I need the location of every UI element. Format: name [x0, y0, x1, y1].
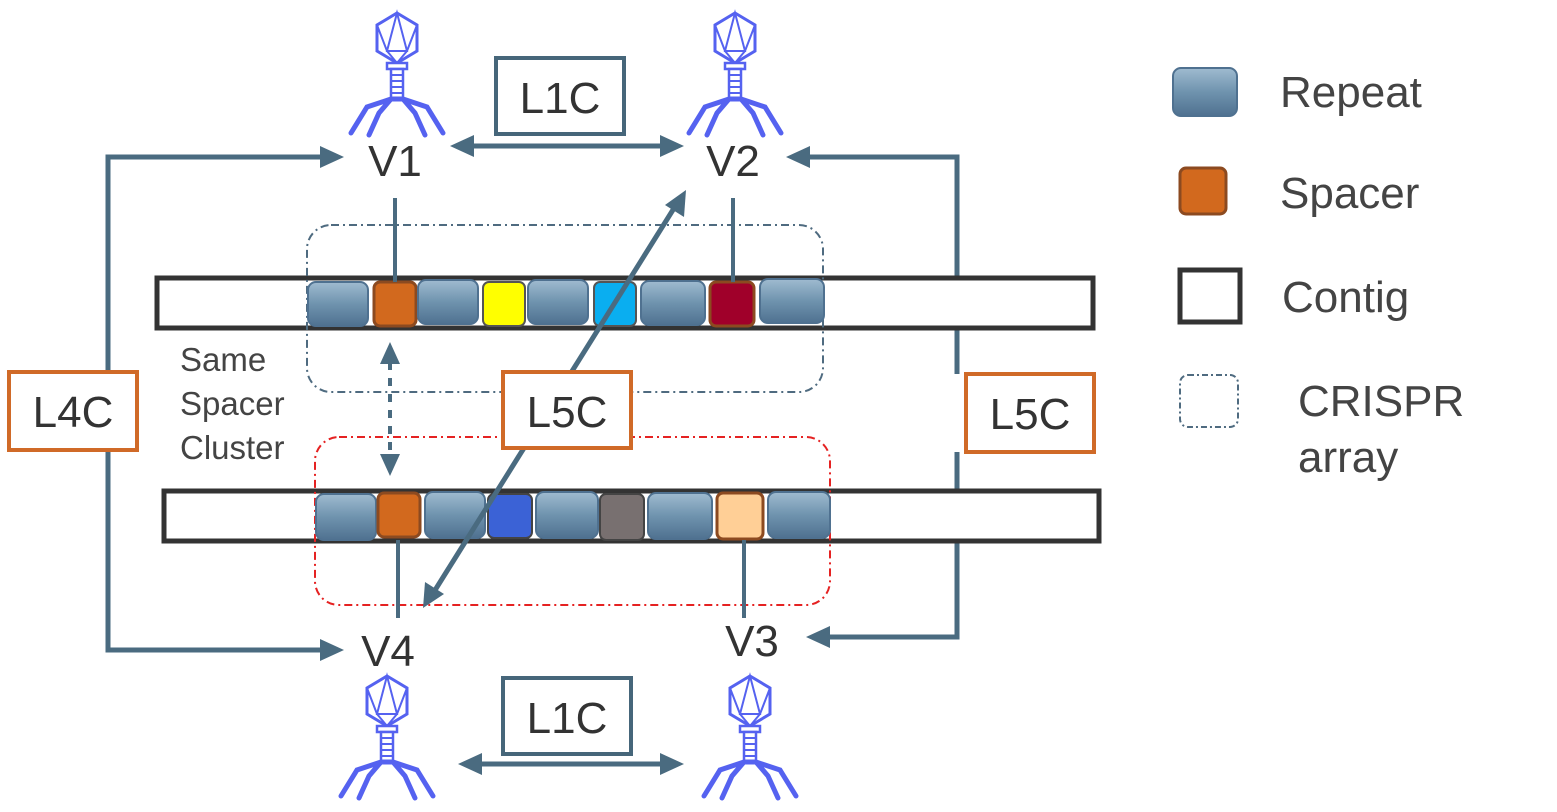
repeat-unit [424, 491, 486, 539]
virus-label-v1: V1 [368, 137, 422, 186]
l4c-lower-arrowhead [320, 639, 344, 661]
legend-spacer-label: Spacer [1280, 169, 1419, 218]
crispr-units-bottom [315, 491, 831, 541]
repeat-unit [535, 491, 599, 539]
repeat-unit [640, 280, 706, 326]
same-spacer-arrowhead-down [380, 454, 400, 476]
virus-label-v2: V2 [706, 137, 760, 186]
legend-repeat-label: Repeat [1280, 68, 1422, 117]
spacer-unit [482, 281, 526, 327]
repeat-unit [767, 491, 831, 539]
l1c-top-arrowhead-right [660, 135, 684, 157]
l5c-right-lower-line [820, 452, 960, 640]
l5c-right-lower-arrowhead [806, 626, 830, 648]
l1c-bottom-arrowhead-left [458, 753, 482, 775]
phage-icon-v3 [704, 676, 796, 798]
legend-crispr-swatch [1179, 374, 1239, 428]
spacer-unit [708, 280, 756, 328]
legend-contig-swatch [1177, 267, 1243, 325]
cluster-label-line2: Spacer [180, 385, 285, 422]
repeat-unit [527, 279, 589, 325]
legend: Repeat Spacer Contig CRISPR array [1172, 67, 1464, 482]
l1c-bottom-box [501, 676, 633, 756]
phage-icon-v4 [341, 676, 433, 798]
l1c-top-arrowhead-left [450, 135, 474, 157]
crispr-units-top [307, 278, 825, 328]
l5c-center-arrowhead-down [423, 582, 444, 608]
l5c-center-box [501, 370, 633, 450]
l5c-right-box [964, 372, 1096, 454]
repeat-unit [759, 278, 825, 324]
l4c-lower-line [105, 450, 330, 653]
legend-spacer-swatch [1178, 166, 1228, 216]
legend-contig-label: Contig [1282, 273, 1409, 322]
legend-repeat-swatch [1172, 67, 1238, 117]
spacer-unit [487, 493, 533, 539]
repeat-unit [307, 281, 369, 327]
l4c-label: L4C [33, 388, 114, 437]
cluster-label-line1: Same [180, 341, 266, 378]
legend-crispr-label-line2: array [1298, 433, 1398, 482]
same-spacer-arrowhead-up [380, 342, 400, 364]
virus-label-v3: V3 [725, 617, 779, 666]
phage-icon-v2 [689, 13, 781, 135]
l1c-top-box [494, 56, 626, 136]
l1c-bottom-arrowhead-right [660, 753, 684, 775]
l5c-right-label: L5C [990, 390, 1071, 439]
spacer-unit [376, 491, 422, 539]
cluster-label-line3: Cluster [180, 429, 285, 466]
l4c-upper-line [105, 154, 330, 370]
l5c-center-label: L5C [527, 388, 608, 437]
phage-icon-v1 [351, 13, 443, 135]
spacer-unit [715, 491, 765, 541]
repeat-unit [315, 493, 377, 541]
spacer-unit [599, 493, 645, 541]
l4c-box [7, 370, 139, 452]
repeat-unit [417, 279, 479, 325]
l1c-bottom-label: L1C [527, 694, 608, 743]
l5c-right-upper-arrowhead [786, 146, 810, 168]
l5c-center-arrowhead-up [665, 190, 686, 217]
legend-crispr-label-line1: CRISPR [1298, 377, 1464, 426]
l4c-upper-arrowhead [320, 146, 344, 168]
virus-label-v4: V4 [361, 627, 415, 676]
repeat-unit [647, 492, 713, 540]
l1c-top-label: L1C [520, 74, 601, 123]
spacer-unit [372, 280, 418, 328]
